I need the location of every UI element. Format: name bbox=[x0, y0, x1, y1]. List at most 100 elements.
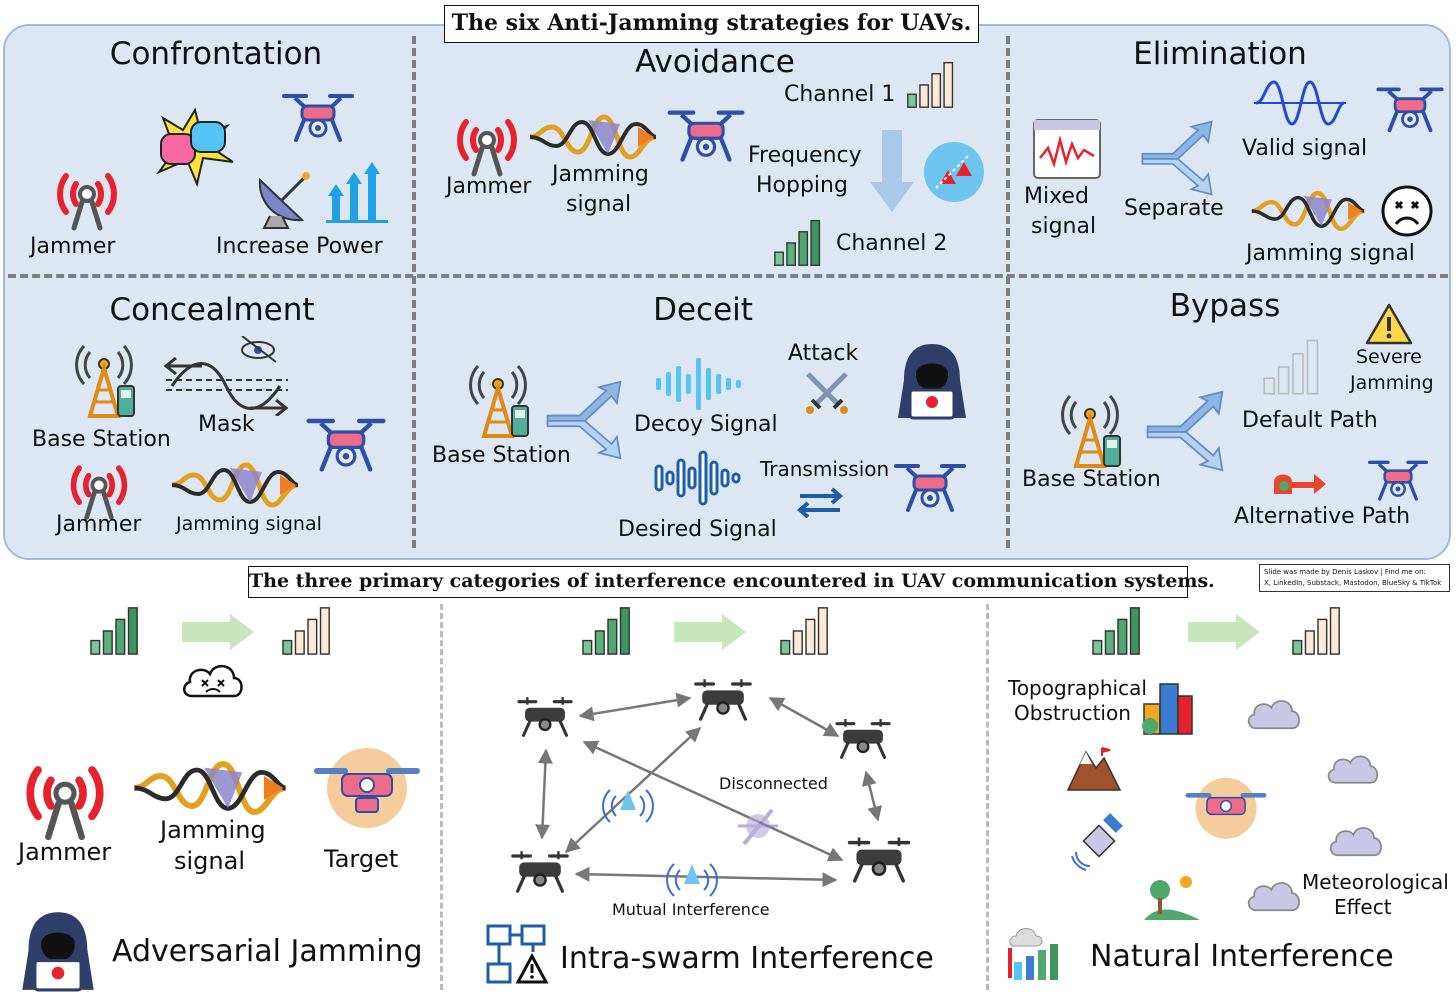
crossed-swords-icon bbox=[806, 372, 848, 414]
channel1-label: Channel 1 bbox=[784, 82, 896, 107]
warning-icon bbox=[1365, 303, 1413, 345]
signal-bars-icon bbox=[1090, 604, 1146, 656]
signal-bars-weak-icon bbox=[280, 604, 336, 656]
top-title: The six Anti-Jamming strategies for UAVs… bbox=[444, 5, 979, 43]
divider-h bbox=[8, 274, 1448, 278]
jamming-wave-icon bbox=[130, 758, 290, 818]
decoy-signal-icon bbox=[656, 358, 741, 410]
signal-bars-weak-icon bbox=[778, 604, 834, 656]
obstruction-label: Obstruction bbox=[1014, 701, 1131, 725]
buildings-icon bbox=[1142, 683, 1193, 735]
increase-power-icon bbox=[326, 162, 388, 223]
intra-swarm-label: Intra-swarm Interference bbox=[560, 941, 934, 976]
concealment-base-station-label: Base Station bbox=[32, 427, 171, 452]
jammer-icon bbox=[452, 108, 522, 178]
signal-bars-weak-icon bbox=[1290, 604, 1346, 656]
swarm-drone-icon bbox=[690, 676, 756, 724]
deceit-base-station-label: Base Station bbox=[432, 443, 571, 468]
satellite-dish-icon bbox=[258, 172, 310, 229]
desired-signal-label: Desired Signal bbox=[618, 517, 777, 542]
signal-bars-weak-icon bbox=[906, 58, 958, 110]
avoidance-jamming-label-2: signal bbox=[566, 192, 632, 217]
bypass-title: Bypass bbox=[1169, 288, 1281, 324]
alternative-path-label: Alternative Path bbox=[1234, 504, 1411, 529]
target-label: Target bbox=[324, 845, 399, 873]
disconnected-label: Disconnected bbox=[719, 774, 828, 793]
confrontation-jammer-label: Jammer bbox=[30, 234, 116, 259]
decoy-signal-label: Decoy Signal bbox=[634, 412, 778, 437]
elimination-title: Elimination bbox=[1133, 36, 1307, 72]
confrontation-title: Confrontation bbox=[109, 36, 323, 72]
signal-bars-icon bbox=[580, 604, 636, 656]
separate-label: Separate bbox=[1124, 196, 1224, 221]
adversarial-jamming-label-1: Jamming bbox=[160, 816, 266, 844]
signal-bars-empty-icon bbox=[1262, 336, 1324, 396]
concealment-jammer-label: Jammer bbox=[56, 512, 142, 537]
bypass-base-station-label: Base Station bbox=[1022, 467, 1161, 492]
fog-cloud-icon bbox=[1326, 812, 1386, 866]
bottom-title: The three primary categories of interfer… bbox=[248, 566, 1215, 598]
avoidance-title: Avoidance bbox=[635, 44, 795, 80]
landscape-icon bbox=[1144, 876, 1200, 920]
weather-chart-icon bbox=[1008, 928, 1058, 980]
effect-label: Effect bbox=[1334, 895, 1392, 919]
attack-label: Attack bbox=[788, 341, 859, 366]
drone-icon bbox=[888, 456, 972, 516]
jamming-label: Jamming bbox=[1350, 372, 1434, 394]
target-drone-icon bbox=[314, 748, 420, 828]
drone-icon bbox=[662, 102, 750, 166]
base-station-icon bbox=[72, 340, 142, 420]
mask-label: Mask bbox=[198, 412, 255, 437]
avoidance-jammer-label: Jammer bbox=[446, 174, 532, 199]
storm-cloud-icon bbox=[1244, 684, 1304, 740]
divider-v2 bbox=[1006, 36, 1010, 548]
jammer-icon bbox=[52, 162, 122, 232]
swarm-drone-icon bbox=[832, 716, 894, 762]
base-station-icon bbox=[466, 360, 536, 440]
divider-bottom-1 bbox=[440, 604, 443, 990]
mask-signal-icon bbox=[163, 336, 289, 416]
swarm-drone-icon bbox=[508, 848, 572, 896]
satellite-icon bbox=[1071, 813, 1123, 871]
boxing-gloves-icon bbox=[156, 107, 234, 188]
base-station-icon bbox=[1058, 390, 1128, 470]
adversarial-jamming-label-2: signal bbox=[174, 847, 245, 875]
swarm-drone-icon bbox=[514, 694, 576, 740]
deceit-title: Deceit bbox=[653, 292, 753, 328]
credit-box: Slide was made by Denis Laskov | Find me… bbox=[1259, 564, 1450, 592]
avoidance-jamming-label-1: Jamming bbox=[552, 162, 649, 187]
transmission-label: Transmission bbox=[760, 457, 890, 481]
right-arrow-icon bbox=[1188, 614, 1260, 650]
mutual-interference-label: Mutual Interference bbox=[612, 900, 770, 919]
jamming-wave-icon bbox=[1250, 188, 1366, 234]
rain-cloud-icon bbox=[1244, 866, 1304, 922]
channel2-label: Channel 2 bbox=[836, 231, 948, 256]
topographical-label: Topographical bbox=[1008, 676, 1147, 700]
concealment-jamming-label: Jamming signal bbox=[176, 513, 322, 535]
right-arrow-icon bbox=[182, 614, 254, 650]
severe-label: Severe bbox=[1356, 346, 1422, 368]
sad-cloud-icon bbox=[183, 665, 243, 698]
divider-bottom-2 bbox=[986, 604, 989, 990]
increase-power-label: Increase Power bbox=[216, 234, 383, 259]
snow-cloud-icon bbox=[1324, 740, 1382, 794]
signal-bars-icon bbox=[773, 216, 825, 268]
natural-interference-label: Natural Interference bbox=[1090, 939, 1394, 974]
hacker-icon bbox=[16, 908, 100, 992]
elimination-jamming-label: Jamming signal bbox=[1246, 241, 1415, 266]
down-arrow-icon bbox=[870, 130, 914, 212]
mountain-icon bbox=[1066, 747, 1122, 791]
credit-line-2: X, LinkedIn, Substack, Mastodon, BlueSky… bbox=[1264, 579, 1442, 587]
frequency-label: Frequency bbox=[748, 143, 862, 168]
mixed-signal-icon bbox=[1033, 119, 1101, 179]
transmission-arrows-icon bbox=[796, 487, 844, 518]
hacker-icon bbox=[892, 340, 972, 420]
adversarial-jamming-label: Adversarial Jamming bbox=[112, 934, 423, 969]
valid-signal-label: Valid signal bbox=[1242, 136, 1368, 161]
drone-icon bbox=[1362, 454, 1434, 504]
swarm-drone-icon bbox=[844, 834, 914, 886]
drone-icon bbox=[300, 410, 392, 476]
credit-line-1: Slide was made by Denis Laskov | Find me… bbox=[1264, 568, 1426, 576]
jammer-icon bbox=[20, 752, 110, 842]
